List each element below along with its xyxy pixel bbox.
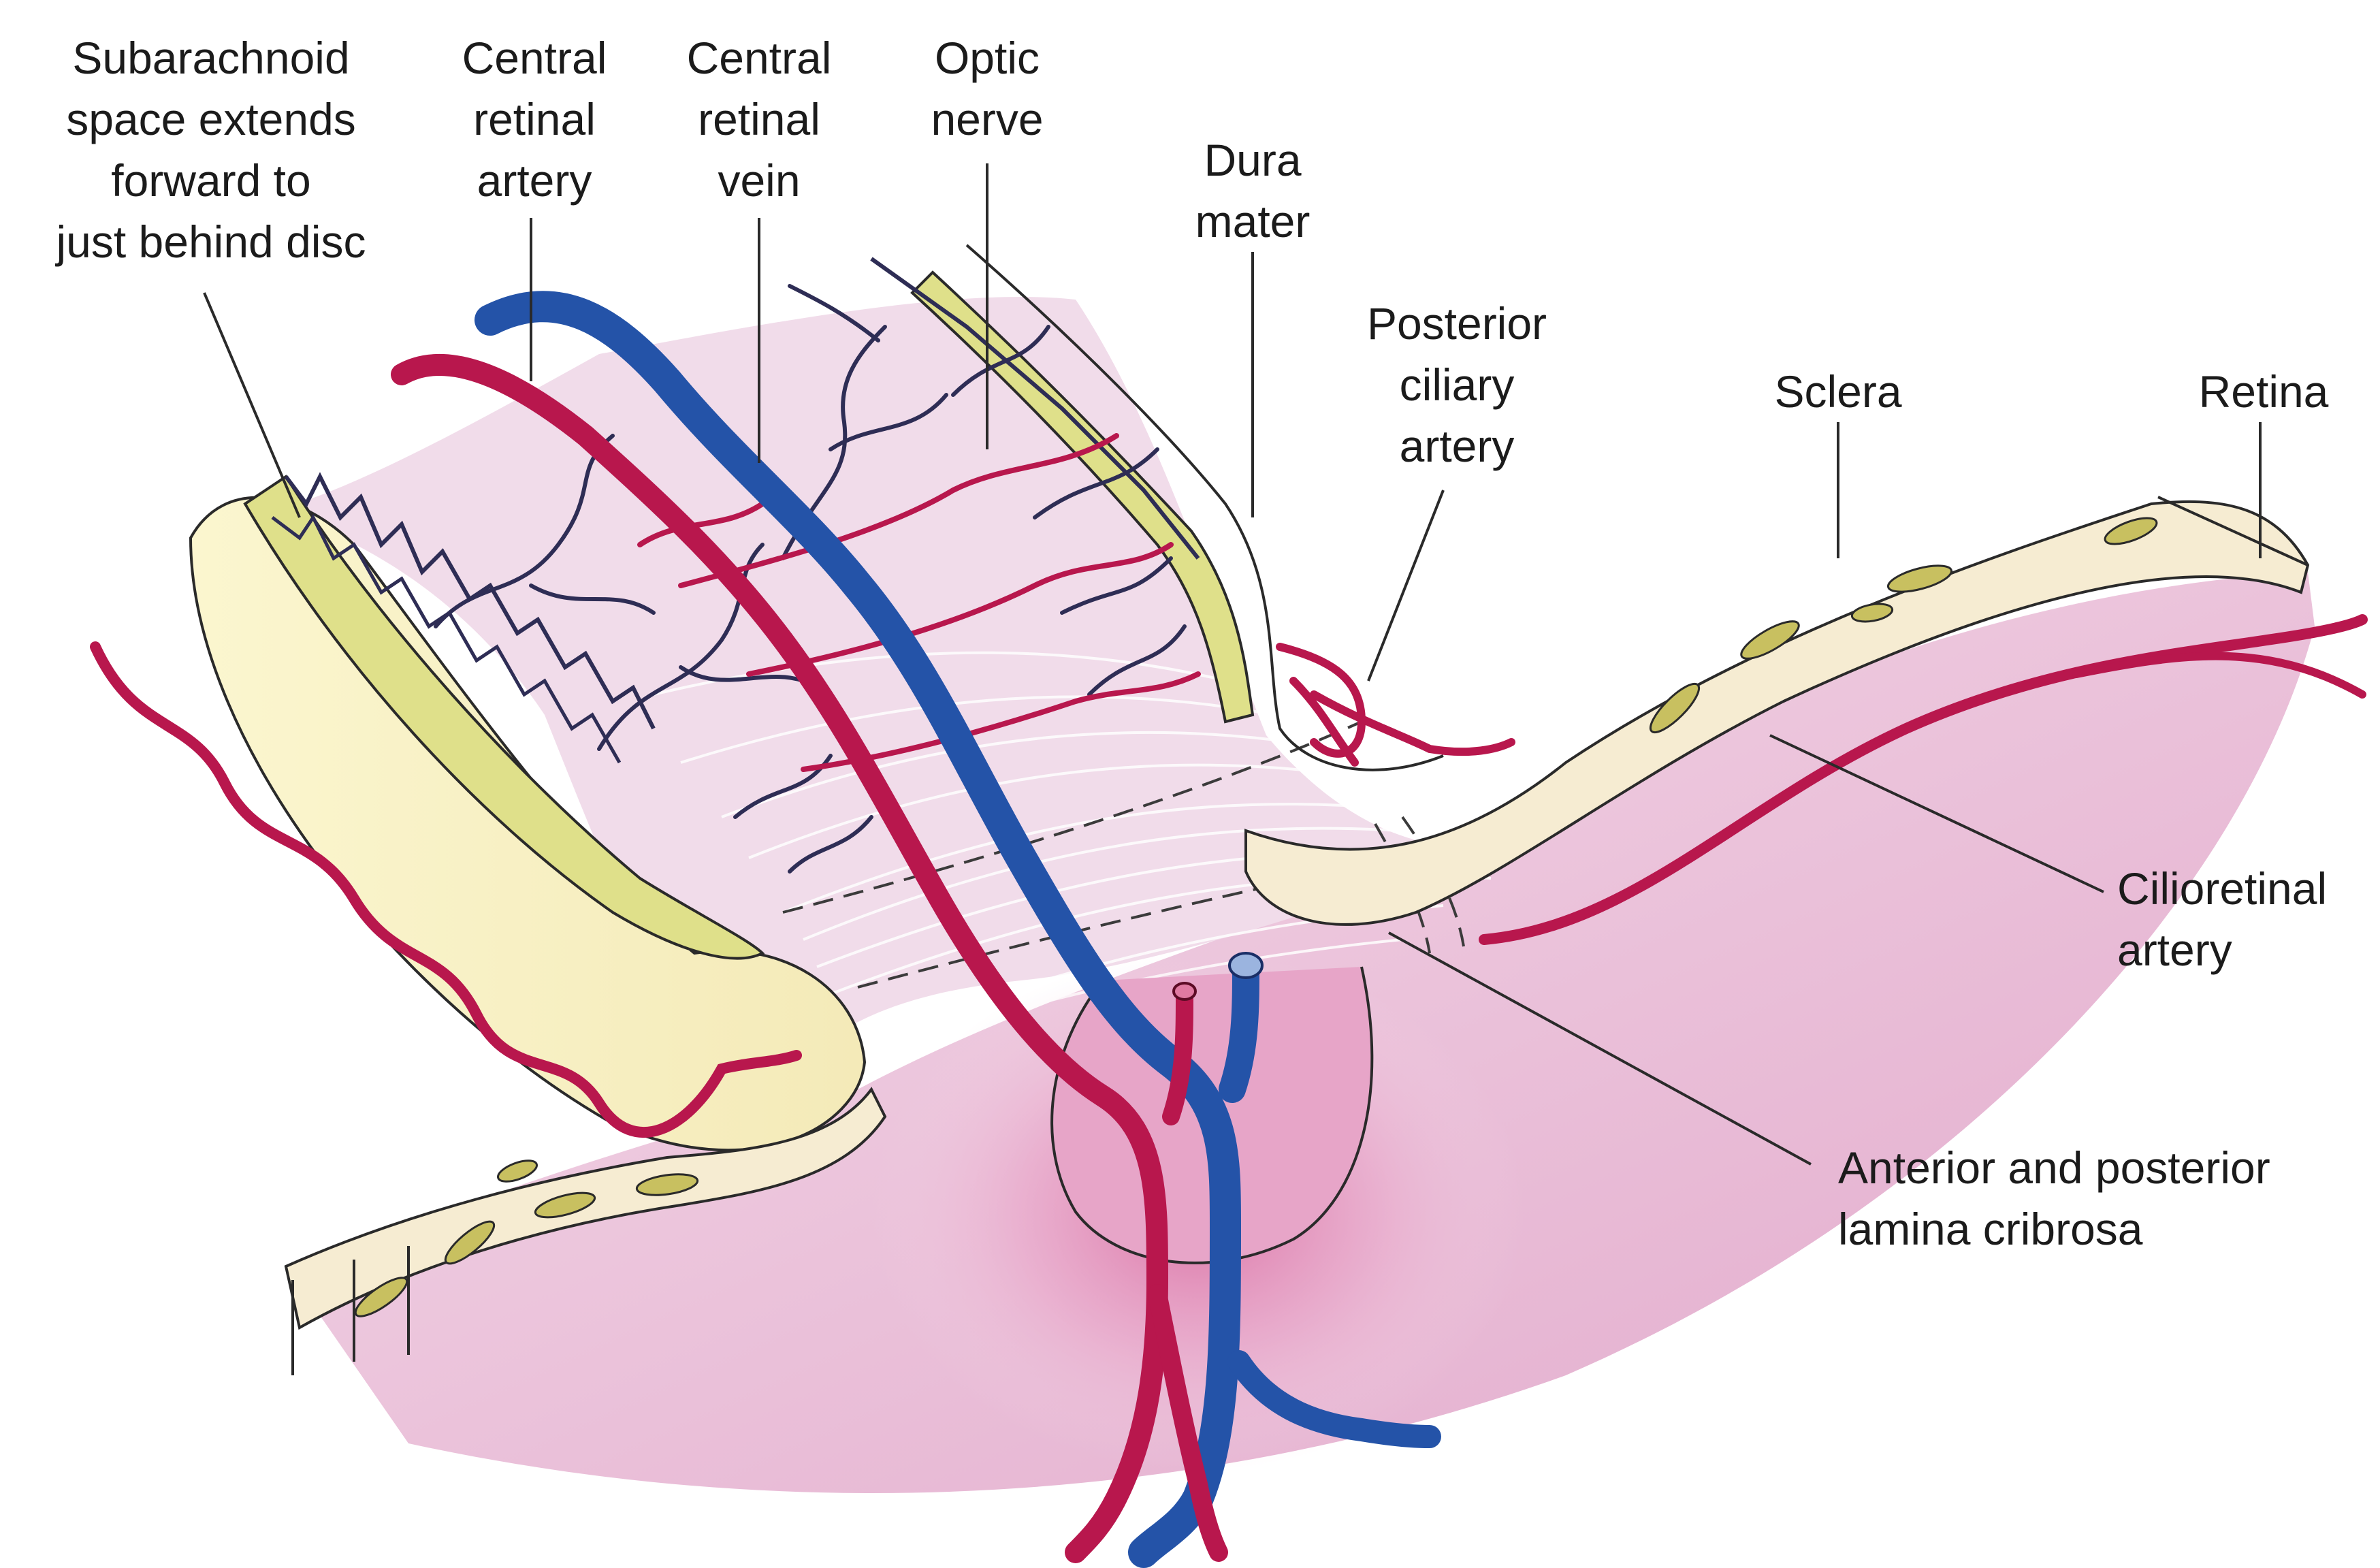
label-retina: Retina bbox=[2165, 361, 2362, 422]
label-central-retinal-vein: Central retinal vein bbox=[660, 27, 858, 211]
label-lamina-cribrosa: Anterior and posterior lamina cribrosa bbox=[1838, 1137, 2376, 1260]
leader-posterior-ciliary bbox=[1368, 490, 1443, 681]
vein-cut-end bbox=[1229, 953, 1262, 978]
vein-stub bbox=[1232, 967, 1246, 1089]
optic-disc bbox=[871, 953, 1525, 1471]
label-optic-nerve: Optic nerve bbox=[905, 27, 1069, 150]
label-central-retinal-artery: Central retinal artery bbox=[436, 27, 633, 211]
leader-subarachnoid bbox=[204, 293, 300, 517]
label-dura-mater: Dura mater bbox=[1171, 129, 1334, 252]
posterior-ciliary-arteries bbox=[1280, 647, 1511, 763]
label-posterior-ciliary-artery: Posterior ciliary artery bbox=[1334, 293, 1579, 477]
label-sclera: Sclera bbox=[1736, 361, 1940, 422]
label-subarachnoid: Subarachnoid space extends forward to ju… bbox=[7, 27, 415, 272]
label-cilioretinal-artery: Cilioretinal artery bbox=[2117, 858, 2376, 980]
artery-cut-end bbox=[1174, 983, 1195, 999]
